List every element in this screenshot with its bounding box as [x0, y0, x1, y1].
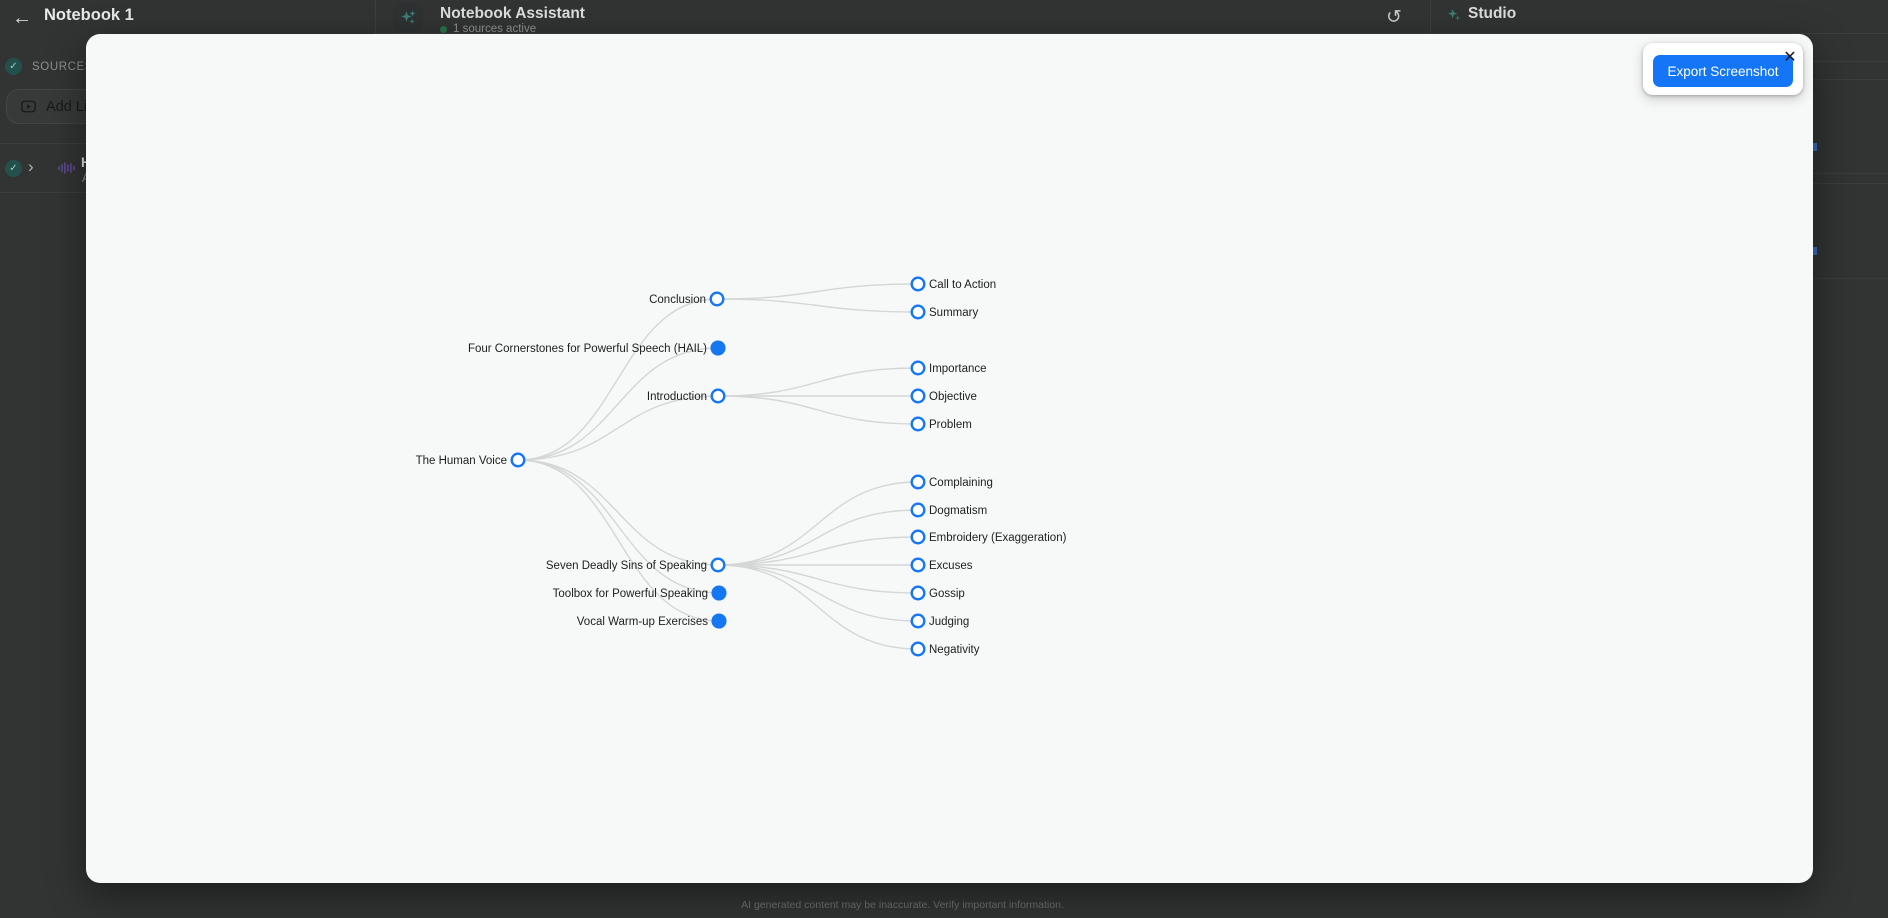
add-button-label: Add Li: [46, 98, 88, 115]
mindmap-node-objective[interactable]: [910, 388, 926, 404]
mindmap-node-root[interactable]: [510, 452, 526, 468]
mindmap-link: [717, 367, 919, 397]
studio-link-fragment: [1813, 247, 1817, 255]
panel-divider: [375, 0, 376, 33]
studio-row-divider: [1813, 173, 1888, 174]
source-item-checkbox[interactable]: ✓: [5, 160, 22, 177]
mindmap-label-conclusion[interactable]: Conclusion: [649, 294, 706, 306]
mindmap-label-negativity[interactable]: Negativity: [929, 644, 980, 656]
mindmap-label-problem[interactable]: Problem: [929, 419, 972, 431]
back-icon[interactable]: ←: [12, 7, 32, 29]
mindmap-node-importance[interactable]: [910, 360, 926, 376]
export-screenshot-button[interactable]: Export Screenshot: [1653, 55, 1793, 87]
sparkle-icon: [401, 11, 415, 24]
status-dot-icon: [440, 25, 447, 33]
mindmap-label-embroidery[interactable]: Embroidery (Exaggeration): [929, 532, 1067, 544]
mindmap-link: [517, 298, 718, 461]
mindmap-label-root[interactable]: The Human Voice: [416, 455, 507, 467]
mindmap-label-call[interactable]: Call to Action: [929, 279, 996, 291]
mindmap-node-complaining[interactable]: [910, 474, 926, 490]
ai-disclaimer: AI generated content may be inaccurate. …: [741, 899, 1064, 911]
panel-divider: [1430, 0, 1431, 33]
sources-checkbox[interactable]: ✓: [5, 58, 22, 75]
mindmap-link: [717, 481, 919, 566]
mindmap-link: [716, 298, 919, 313]
mindmap-label-toolbox[interactable]: Toolbox for Powerful Speaking: [553, 588, 708, 600]
studio-sparkle-icon: [1446, 7, 1462, 28]
mindmap-label-complaining[interactable]: Complaining: [929, 477, 993, 489]
mindmap-link: [517, 395, 719, 461]
mindmap-link: [717, 564, 919, 622]
studio-row-divider: [1813, 278, 1888, 279]
mindmap-link: [517, 459, 719, 566]
mindmap-label-cornerstones[interactable]: Four Cornerstones for Powerful Speech (H…: [468, 343, 707, 355]
assistant-title: Notebook Assistant: [440, 5, 585, 22]
mindmap-link: [517, 459, 720, 594]
mindmap-node-warmup[interactable]: [711, 613, 727, 629]
mindmap-link: [717, 509, 919, 566]
mindmap-label-introduction[interactable]: Introduction: [647, 391, 707, 403]
divider: [0, 143, 86, 144]
mindmap-node-conclusion[interactable]: [709, 291, 725, 307]
sources-section-label: SOURCES: [32, 61, 94, 73]
mindmap-node-embroidery[interactable]: [910, 529, 926, 545]
mindmap-label-excuses[interactable]: Excuses: [929, 560, 973, 572]
mindmap-node-toolbox[interactable]: [711, 585, 727, 601]
mindmap-node-judging[interactable]: [910, 613, 926, 629]
mindmap-label-warmup[interactable]: Vocal Warm-up Exercises: [577, 616, 708, 628]
assistant-status: 1 sources active: [440, 23, 536, 35]
mindmap-link: [717, 395, 919, 425]
mindmap-label-sins[interactable]: Seven Deadly Sins of Speaking: [546, 560, 707, 572]
chevron-right-icon[interactable]: ›: [28, 157, 34, 176]
mindmap-node-excuses[interactable]: [910, 557, 926, 573]
mindmap-label-objective[interactable]: Objective: [929, 391, 977, 403]
divider: [0, 192, 86, 193]
assistant-tile: [393, 3, 423, 33]
source-item-subtitle: A: [82, 173, 90, 185]
source-item-title[interactable]: H: [81, 155, 91, 170]
mindmap-label-judging[interactable]: Judging: [929, 616, 969, 628]
mindmap-label-gossip[interactable]: Gossip: [929, 588, 965, 600]
studio-link-fragment: [1813, 143, 1817, 151]
mindmap-node-call[interactable]: [910, 276, 926, 292]
mindmap-link: [716, 283, 919, 300]
mindmap-node-negativity[interactable]: [910, 641, 926, 657]
video-icon: [21, 100, 36, 113]
studio-title: Studio: [1468, 5, 1517, 22]
mindmap-node-sins[interactable]: [710, 557, 726, 573]
mindmap-label-summary[interactable]: Summary: [929, 307, 978, 319]
mindmap-node-gossip[interactable]: [910, 585, 926, 601]
mindmap-label-importance[interactable]: Importance: [929, 363, 987, 375]
mindmap-node-problem[interactable]: [910, 416, 926, 432]
mindmap-label-dogmatism[interactable]: Dogmatism: [929, 505, 987, 517]
export-card: Export Screenshot: [1643, 43, 1803, 95]
notebook-title: Notebook 1: [44, 6, 134, 24]
mindmap-node-summary[interactable]: [910, 304, 926, 320]
mindmap-link: [717, 564, 919, 594]
mindmap-link: [517, 459, 720, 622]
mindmap-node-dogmatism[interactable]: [910, 502, 926, 518]
mindmap-node-introduction[interactable]: [710, 388, 726, 404]
mindmap-link: [717, 564, 919, 650]
refresh-icon[interactable]: ↺: [1386, 7, 1402, 28]
header-divider: [375, 33, 1888, 34]
audio-waveform-icon: [57, 159, 75, 182]
mindmap-node-cornerstones[interactable]: [710, 340, 726, 356]
close-icon[interactable]: ✕: [1783, 49, 1797, 66]
studio-row-divider: [1813, 79, 1888, 80]
mindmap-link: [517, 347, 719, 461]
studio-row-divider: [1813, 61, 1888, 62]
studio-row-divider: [1813, 183, 1888, 184]
mindmap-link: [717, 536, 919, 566]
